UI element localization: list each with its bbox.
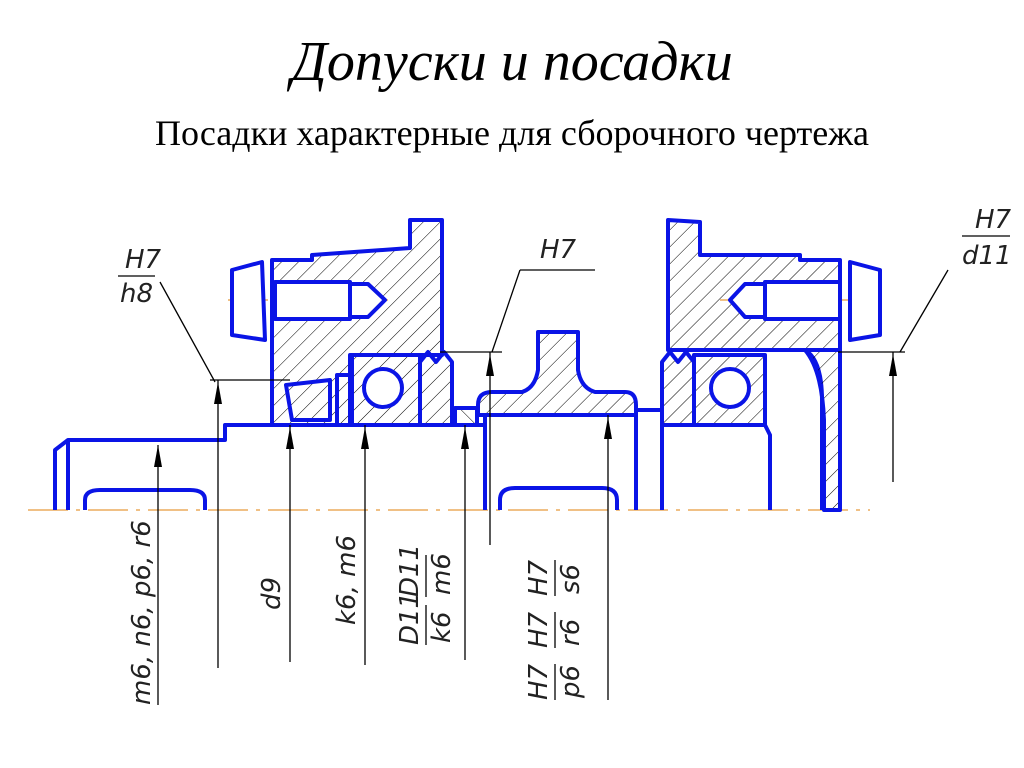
fit-denominator: d11 [962, 241, 1012, 271]
fit-numerator: D11 [395, 544, 425, 597]
fit-denominator: p6 [556, 665, 586, 699]
fit-numerator: D11 [395, 592, 425, 645]
label-sleeve-fits: D11 k6 D11 m6 [395, 544, 457, 645]
right-housing [660, 218, 882, 512]
left-shaft [53, 423, 487, 510]
fit-denominator: m6 [427, 553, 457, 595]
fit-numerator: H7 [975, 205, 1012, 235]
fit-denominator: h8 [120, 279, 153, 309]
fit-numerator: H7 [524, 559, 554, 596]
label-bearing-fit: k6, m6 [332, 535, 362, 625]
fit-denominator: r6 [556, 619, 586, 646]
slide-subtitle: Посадки характерные для сборочного черте… [154, 113, 870, 153]
left-housing [230, 218, 444, 427]
fit-numerator: H7 [524, 611, 554, 648]
bolt-head-left [230, 260, 267, 342]
fit-numerator: H7 [125, 245, 162, 275]
seal-left [284, 378, 332, 422]
label-right-fit: H7 d11 [962, 205, 1012, 271]
dimension-leaders [154, 269, 949, 705]
label-gear-fits: H7 p6 H7 r6 H7 s6 [524, 559, 586, 700]
label-seal-fit: d9 [257, 577, 287, 610]
slide-title: Допуски и посадки [291, 31, 733, 93]
bearing-left [350, 350, 479, 427]
label-center-fit: H7 [540, 235, 577, 265]
fit-denominator: k6 [427, 611, 457, 643]
label-left-fit: H7 h8 [118, 245, 162, 309]
label-shaft-fits: m6, n6, p6, r6 [127, 520, 157, 705]
fit-numerator: H7 [524, 663, 554, 700]
fit-denominator: s6 [556, 564, 586, 594]
gear-hub [476, 330, 662, 510]
bolt-head-right [848, 260, 882, 342]
